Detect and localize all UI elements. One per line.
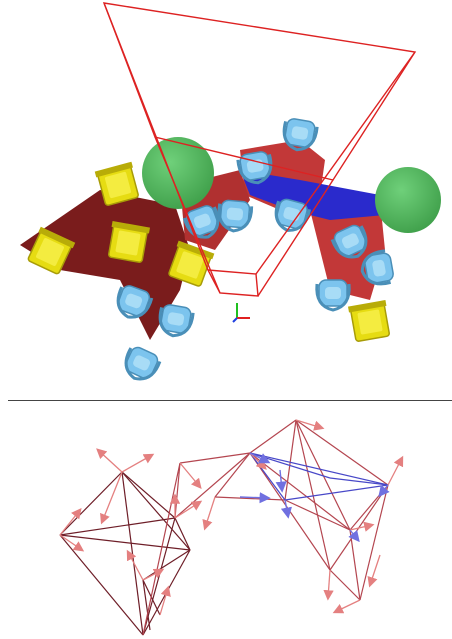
camera-frustum: [102, 2, 417, 297]
panel-divider: [8, 400, 452, 401]
yellow-chair: [347, 299, 393, 343]
axis-gizmo: [232, 303, 250, 323]
green-sphere-right: [375, 167, 441, 233]
scene-graph-view: [0, 401, 452, 639]
yellow-chair: [105, 220, 151, 264]
red-arrows: [59, 419, 404, 616]
blue-arrows: [239, 452, 390, 543]
blue-edges: [249, 452, 389, 501]
green-sphere-left: [142, 137, 214, 209]
blue-chair: [155, 301, 196, 341]
dark-edges: [59, 471, 191, 636]
blue-chair: [315, 278, 351, 312]
3d-scene-view: [20, 2, 441, 387]
blue-chair: [118, 342, 164, 387]
scene-svg: [20, 2, 441, 387]
graph-svg: [59, 419, 404, 636]
